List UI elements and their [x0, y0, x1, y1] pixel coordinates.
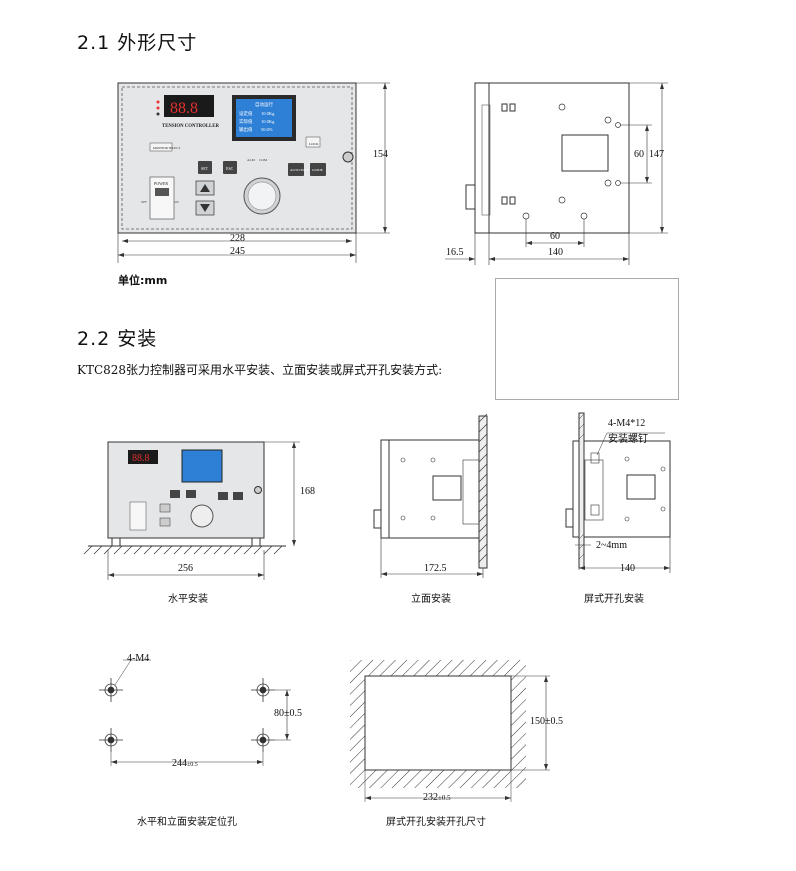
screw-spec-label: 4-M4*12	[608, 418, 646, 429]
dim-height-154: 154	[373, 149, 388, 160]
off-label: OFF	[141, 200, 147, 204]
dim-panel-140: 140	[620, 563, 635, 574]
lcd-row-value: 10.0Kg	[261, 111, 275, 116]
dim-cutout-150: 150±0.5	[530, 716, 563, 727]
caption-horizontal-install: 水平安装	[168, 594, 208, 605]
lcd-row-label: 输出值	[239, 126, 253, 133]
auto-man-button: AUTO MAN	[290, 168, 309, 172]
lcd-row-label: 实际值	[239, 118, 253, 125]
dim-side-w60: 60	[550, 231, 560, 242]
esc-button: ESC	[226, 166, 234, 171]
lcd-row-value: 10.0Kg	[261, 119, 275, 124]
unit-label: 单位:mm	[118, 274, 168, 287]
lcd-row-label: 设定值	[239, 110, 253, 117]
guide-button: GUIDE	[312, 168, 323, 172]
dim-width-228: 228	[230, 233, 245, 244]
dim-gap-2-4mm: 2~4mm	[596, 540, 627, 551]
horizontal-install-drawing: 88.8	[83, 441, 300, 580]
panel-cutout-drawing	[350, 660, 550, 802]
power-label: POWER	[154, 181, 168, 186]
dim-mount-244: 244±0.5	[172, 758, 198, 769]
caption-vertical-install: 立面安装	[411, 594, 451, 605]
svg-text:88.8: 88.8	[132, 453, 150, 464]
vertical-install-drawing	[373, 413, 488, 578]
front-view-drawing: 88.8 自动运行 设定值 10.0Kg 实际值 10.0Kg 输出值 50.0…	[117, 82, 390, 263]
intro-option-horizontal: 水平安装	[222, 363, 271, 377]
panel-install-drawing	[565, 412, 671, 573]
dim-vertical-172-5: 172.5	[424, 563, 447, 574]
intro-prefix: KTC828张力控制器可采用	[77, 363, 223, 377]
lcd-title: 自动运行	[255, 101, 273, 108]
caption-panel-cutout: 屏式开孔安装开孔尺寸	[386, 817, 486, 828]
section-heading-dimensions: 2.1 外形尺寸	[77, 32, 198, 54]
intro-sep: 、	[270, 363, 283, 377]
dim-side-depth-140: 140	[548, 247, 563, 258]
dim-side-front-16-5: 16.5	[446, 247, 464, 258]
svg-text:88.8: 88.8	[170, 100, 198, 117]
com-label: COM	[259, 158, 268, 162]
dim-cutout-232: 232±0.5	[423, 792, 451, 803]
on-label: ON	[174, 200, 179, 204]
dim-mount-80: 80±0.5	[274, 708, 302, 719]
intro-suffix: 方式:	[414, 363, 443, 377]
monitor-select-label: MONITOR SELECT	[153, 146, 180, 150]
blank-figure-box	[495, 278, 679, 400]
lcd-row-value: 50.0%	[261, 127, 273, 132]
intro-option-vertical: 立面安装	[282, 363, 331, 377]
dim-horizontal-256: 256	[178, 563, 193, 574]
screw-name-label: 安装螺钉	[608, 434, 648, 445]
intro-sep: 或	[330, 363, 343, 377]
side-view-drawing	[445, 82, 668, 265]
dim-side-147: 147	[649, 149, 664, 160]
set-button: SET	[201, 166, 209, 171]
mount-hole-label: 4-M4	[127, 653, 150, 664]
dim-width-245: 245	[230, 246, 245, 257]
lock-label: LOCK	[309, 142, 319, 146]
caption-panel-install: 屏式开孔安装	[584, 594, 644, 605]
alm-label: ALM	[247, 158, 256, 162]
dim-side-60: 60	[634, 149, 644, 160]
section-heading-installation: 2.2 安装	[77, 328, 158, 350]
installation-intro: KTC828张力控制器可采用水平安装、立面安装或屏式开孔安装方式:	[77, 361, 442, 378]
caption-mount-holes: 水平和立面安装定位孔	[137, 817, 237, 828]
brand-label: TENSION CONTROLLER	[162, 124, 219, 129]
dim-horizontal-168: 168	[300, 486, 315, 497]
mount-holes-drawing	[99, 659, 291, 766]
intro-option-panel: 屏式开孔安装	[342, 363, 415, 377]
